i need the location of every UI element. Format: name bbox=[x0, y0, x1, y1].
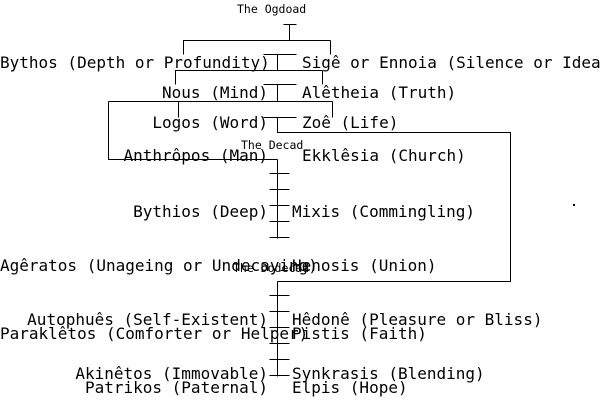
decad-right-mixis: Mixis (Commingling) bbox=[292, 202, 476, 221]
dodecad-heading: The Dodecad bbox=[233, 261, 310, 275]
ogdoad-left-anthropos: Anthrôpos (Man) bbox=[123, 146, 269, 165]
decad-heading: The Decad bbox=[241, 138, 304, 152]
ogdoad-right-sige: Sigê or Ennoia (Silence or Idea) bbox=[302, 53, 600, 72]
decad-right-hedone: Hêdonê (Pleasure or Bliss) bbox=[292, 310, 543, 329]
dodecad-left-patrikos: Patrikos (Paternal) bbox=[84, 378, 268, 397]
ogdoad-left-nous: Nous (Mind) bbox=[162, 83, 268, 102]
ogdoad-right-labels: Sigê or Ennoia (Silence or Idea) bbox=[302, 17, 600, 109]
dodecad-right-labels: Pistis (Faith) Elpis (Hope) Agapê (Love)… bbox=[292, 288, 600, 413]
ogdoad-left-labels-3: Logos (Word) bbox=[0, 77, 268, 169]
ogdoad-right-labels-3: Zoê (Life) bbox=[302, 77, 398, 169]
ogdoad-right-labels-2: Alêtheia (Truth) bbox=[302, 47, 456, 139]
decad-left-bythios: Bythios (Deep) bbox=[133, 202, 268, 221]
dodecad-left-parakletos: Paraklêtos (Comforter or Helper) bbox=[0, 324, 309, 343]
ogdoad-right-aletheia: Alêtheia (Truth) bbox=[302, 83, 457, 102]
decad-right-henosis: Henosis (Union) bbox=[292, 256, 437, 275]
ogdoad-heading: The Ogdoad bbox=[237, 2, 307, 16]
decad-right-labels: Mixis (Commingling) Henosis (Union) Hêdo… bbox=[292, 166, 542, 413]
ogdoad-left-labels-4: Anthrôpos (Man) bbox=[0, 110, 269, 202]
ogdoad-right-labels-4: Ekklêsia (Church) bbox=[302, 110, 466, 202]
ogdoad-left-bythos: Bythos (Depth or Profundity) bbox=[0, 53, 270, 72]
dodecad-right-pistis: Pistis (Faith) bbox=[292, 324, 427, 343]
decad-left-ageratos: Agêratos (Unageing or Undecaying) bbox=[0, 256, 318, 275]
ogdoad-left-logos: Logos (Word) bbox=[152, 113, 268, 132]
dodecad-left-labels: Paraklêtos (Comforter or Helper) Patriko… bbox=[0, 288, 309, 413]
dodecad-right-elpis: Elpis (Hope) bbox=[292, 378, 408, 397]
decad-left-autophues: Autophuês (Self-Existent) bbox=[27, 310, 268, 329]
ogdoad-left-labels: Bythos (Depth or Profundity) bbox=[0, 17, 270, 109]
ogdoad-right-zoe: Zoê (Life) bbox=[302, 113, 399, 132]
decad-left-akinetos: Akinêtos (Immovable) bbox=[75, 364, 268, 383]
decad-right-synkrasis: Synkrasis (Blending) bbox=[292, 364, 485, 383]
decad-left-labels: Bythios (Deep) Agêratos (Unageing or Und… bbox=[0, 166, 318, 413]
scan-artifact-speck bbox=[573, 204, 575, 206]
ogdoad-left-labels-2: Nous (Mind) bbox=[0, 47, 268, 139]
ogdoad-right-ekklesia: Ekklêsia (Church) bbox=[302, 146, 466, 165]
